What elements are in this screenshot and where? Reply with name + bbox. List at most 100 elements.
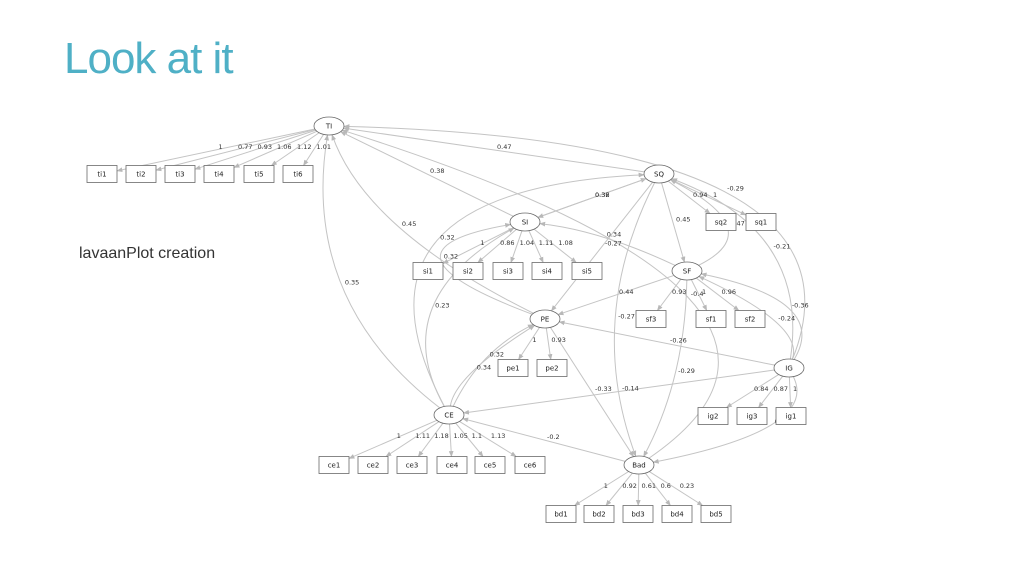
observed-label-sf3: sf3 (646, 316, 657, 324)
observed-box-ti6 (282, 165, 314, 183)
observed-node-ig1: ig1 (775, 407, 807, 425)
latent-node-ce: CE (433, 405, 465, 425)
observed-label-si4: si4 (542, 268, 553, 276)
observed-label-sf2: sf2 (745, 316, 756, 324)
edge-PE-TI (331, 134, 534, 314)
latent-label-ti: TI (325, 123, 332, 131)
edge-TI-ti6 (303, 134, 325, 167)
edge-PE-pe2 (545, 327, 553, 361)
observed-label-ce5: ce5 (484, 462, 497, 470)
edge-label-TI-ti3: 0.93 (258, 143, 272, 151)
edge-CE-SQ (413, 172, 645, 407)
edge-PE-pe1 (518, 327, 540, 361)
latent-ellipse-bad (623, 455, 655, 475)
edge-label-IG-SF: -0.24 (778, 314, 795, 322)
observed-label-ti3: ti3 (175, 171, 184, 179)
observed-label-bd4: bd4 (670, 511, 684, 519)
observed-node-ti1: ti1 (86, 165, 118, 183)
edge-label-CE-ce2: 1.11 (416, 432, 430, 440)
edge-label-SQ-sq1: 1 (713, 191, 717, 199)
observed-node-ti5: ti5 (243, 165, 275, 183)
observed-label-ce2: ce2 (367, 462, 380, 470)
edge-label-SF-SQ: 0.47 (730, 219, 744, 227)
observed-box-ig1 (775, 407, 807, 425)
edge-label-Bad-bd5: 0.23 (680, 482, 694, 490)
edge-SQ-TI (342, 126, 645, 173)
edge-CE-ce2 (385, 421, 440, 457)
observed-node-ce5: ce5 (474, 456, 506, 474)
edge-label-TI-ti1: 1 (219, 143, 223, 151)
edge-label-SQ-SI: 0.36 (595, 191, 609, 199)
observed-label-ti5: ti5 (254, 171, 263, 179)
observed-label-bd3: bd3 (631, 511, 644, 519)
edge-label-PE-SI: 0.32 (444, 253, 458, 261)
observed-node-ti2: ti2 (125, 165, 157, 183)
latent-node-si: SI (509, 212, 541, 232)
observed-label-ce1: ce1 (328, 462, 341, 470)
observed-label-si5: si5 (582, 268, 592, 276)
observed-box-bd4 (661, 505, 693, 523)
observed-box-ce6 (514, 456, 546, 474)
latent-ellipse-ti (313, 116, 345, 136)
edge-SI-si5 (533, 228, 577, 263)
edge-label-PE-pe1: 1 (532, 336, 536, 344)
edge-label-SQ-TI: 0.47 (497, 143, 511, 151)
edge-SF-sf3 (656, 278, 682, 311)
latent-ellipse-sq (643, 164, 675, 184)
edge-CE-PE (449, 325, 536, 407)
edge-TI-ti2 (155, 129, 316, 172)
observed-box-pe1 (497, 359, 529, 377)
observed-node-si1: si1 (412, 262, 444, 280)
observed-label-si3: si3 (503, 268, 513, 276)
observed-node-bd3: bd3 (622, 505, 654, 523)
latent-ellipse-ig (773, 358, 805, 378)
latent-ellipse-sf (671, 261, 703, 281)
observed-label-bd1: bd1 (554, 511, 567, 519)
edge-label-SQ-sq2: 0.94 (693, 191, 707, 199)
observed-box-sf1 (695, 310, 727, 328)
edge-CE-ce5 (455, 422, 484, 457)
edge-Bad-bd2 (605, 472, 633, 506)
edge-label-SF-SI: 0.34 (607, 230, 621, 238)
edge-label-SQ-PE: -0.27 (605, 240, 622, 248)
edge-label-SF-PE: 0.44 (619, 288, 633, 296)
latent-label-si: SI (522, 219, 529, 227)
observed-node-ce1: ce1 (318, 456, 350, 474)
edge-TI-ti3 (194, 129, 316, 170)
observed-label-sq1: sq1 (755, 219, 768, 227)
edge-label-PE-Bad: -0.33 (595, 385, 612, 393)
edge-SI-si2 (477, 229, 517, 263)
edge-IG-PE (558, 320, 775, 366)
edge-label-Bad-bd2: 0.92 (622, 482, 636, 490)
observed-label-sq2: sq2 (715, 219, 728, 227)
edge-label-CE-ce6: 1.13 (491, 432, 505, 440)
observed-box-bd5 (700, 505, 732, 523)
observed-box-ti4 (203, 165, 235, 183)
edge-label-SI-si5: 1.08 (558, 239, 572, 247)
observed-label-si2: si2 (463, 268, 473, 276)
edge-label-SF-sf3: 0.93 (672, 288, 686, 296)
edge-PE-SI (440, 222, 533, 315)
observed-node-si4: si4 (531, 262, 563, 280)
latent-label-pe: PE (541, 316, 550, 324)
edge-label-SF-Bad: -0.29 (678, 367, 695, 375)
edge-label-IG-TI: -0.29 (727, 184, 744, 192)
observed-label-ti6: ti6 (293, 171, 303, 179)
edge-label-SI-si1: 1 (480, 239, 484, 247)
observed-box-sf2 (734, 310, 766, 328)
edge-label-IG-ig1: 1 (793, 385, 797, 393)
observed-node-sq1: sq1 (745, 213, 777, 231)
observed-box-si1 (412, 262, 444, 280)
edge-label-Bad-bd4: 0.6 (661, 482, 671, 490)
observed-node-bd2: bd2 (583, 505, 615, 523)
observed-node-ig3: ig3 (736, 407, 768, 425)
edge-label-CE-ce5: 1.1 (472, 432, 482, 440)
edge-label-SI-TI: 0.38 (430, 167, 444, 175)
observed-node-bd1: bd1 (545, 505, 577, 523)
observed-label-pe2: pe2 (545, 365, 558, 373)
observed-node-pe2: pe2 (536, 359, 568, 377)
latent-ellipse-pe (529, 309, 561, 329)
observed-node-ti4: ti4 (203, 165, 235, 183)
edge-CE-SI (425, 227, 515, 407)
observed-node-sf2: sf2 (734, 310, 766, 328)
